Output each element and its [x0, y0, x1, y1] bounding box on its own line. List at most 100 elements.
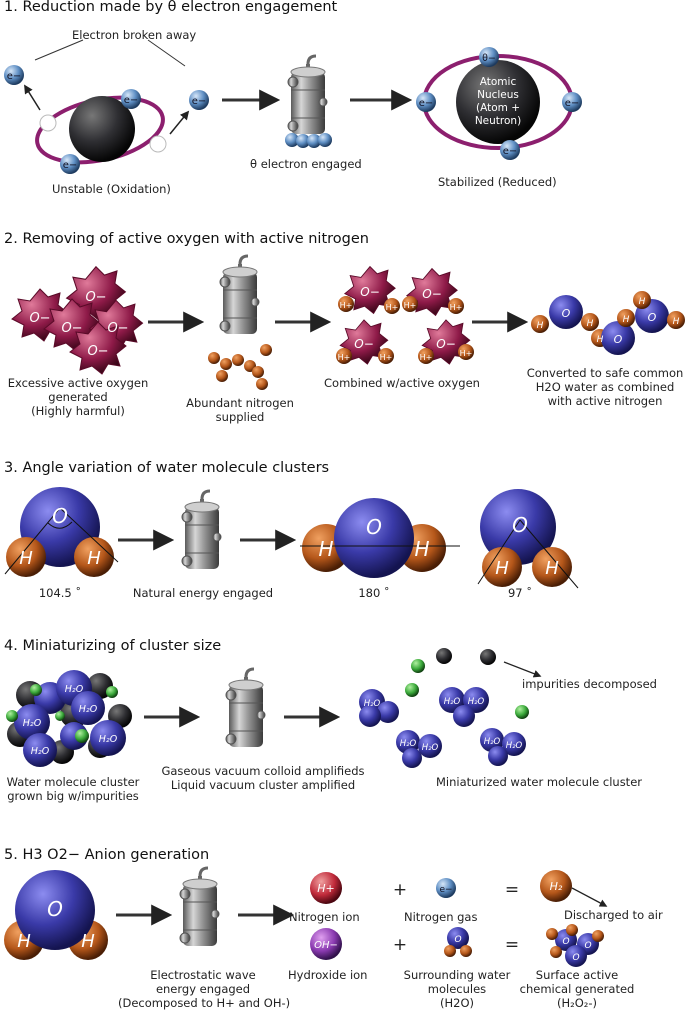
svg-text:e−: e−	[192, 96, 207, 107]
section-4-title: 4. Miniaturizing of cluster size	[4, 638, 222, 654]
section-2-graphic: O− O− O− O− O− O− O− O− O−	[11, 254, 685, 390]
svg-text:H: H	[318, 537, 333, 561]
hydroxide-ion-label: Hydroxide ion	[288, 968, 368, 982]
svg-text:e−: e−	[565, 98, 580, 109]
svg-text:H₂O: H₂O	[23, 718, 42, 729]
svg-text:O: O	[648, 311, 657, 324]
callout-line-left	[34, 39, 84, 61]
device-icon	[180, 489, 223, 571]
svg-text:e−: e−	[439, 885, 452, 895]
angle-97-label: 97 ˚	[507, 586, 533, 600]
svg-text:H+: H+	[460, 349, 473, 358]
excessive-oxygen-label: Excessive active oxygen generated (Highl…	[7, 376, 149, 418]
section-4-graphic: H₂O H₂O H₂O H₂O H₂O	[6, 648, 542, 768]
svg-text:O: O	[52, 504, 68, 528]
electron-icon: e−	[4, 65, 24, 85]
svg-text:H: H	[495, 558, 509, 579]
svg-text:H₂O: H₂O	[506, 741, 523, 751]
svg-text:O−: O−	[87, 344, 108, 359]
plus-sign: +	[393, 880, 407, 900]
water-molecules-result: O O O H H H H H H	[531, 291, 685, 355]
svg-text:H+: H+	[420, 353, 433, 362]
svg-text:H₂O: H₂O	[364, 699, 381, 709]
svg-text:H₂O: H₂O	[444, 697, 461, 707]
equals-sign: =	[505, 880, 519, 900]
svg-text:H: H	[414, 537, 429, 561]
discharged-label: Discharged to air	[564, 908, 663, 922]
combined-label: Combined w/active oxygen	[324, 376, 480, 390]
svg-text:e−: e−	[124, 95, 139, 106]
device-icon	[178, 866, 221, 948]
svg-text:H: H	[537, 321, 544, 331]
section-2-title: 2. Removing of active oxygen with active…	[4, 231, 369, 247]
section-5-title: 5. H3 O2− Anion generation	[4, 847, 210, 863]
device-icon	[218, 254, 261, 336]
equals-sign: =	[505, 935, 519, 955]
svg-text:H: H	[587, 319, 594, 329]
svg-text:H: H	[597, 335, 604, 345]
svg-text:H+: H+	[450, 303, 463, 312]
stable-nucleus	[456, 60, 540, 144]
angle-180-label: 180 ˚	[358, 586, 390, 600]
unstable-label: Unstable (Oxidation)	[52, 182, 171, 196]
svg-text:H: H	[87, 548, 101, 569]
stabilized-label: Stabilized (Reduced)	[438, 175, 557, 189]
h2-icon: H₂	[540, 870, 572, 902]
electron-broken-away-label: Electron broken away	[72, 28, 197, 42]
electron-icon: e−	[121, 89, 141, 109]
nucleus-label: Nucleus	[477, 89, 519, 101]
svg-text:O−: O−	[354, 337, 374, 351]
mini-cluster-label: Miniaturized water molecule cluster	[435, 775, 642, 789]
svg-text:H₂O: H₂O	[484, 737, 501, 747]
svg-text:O: O	[572, 953, 579, 963]
combined-oxygen: O− O− O− O− H+ H+ H+ H+ H+ H+ H+ H+	[336, 266, 474, 365]
plus-sign: +	[393, 935, 407, 955]
svg-text:H₂O: H₂O	[468, 697, 485, 707]
svg-text:O: O	[562, 937, 569, 947]
svg-text:O−: O−	[360, 285, 380, 299]
device-icon	[224, 667, 267, 749]
svg-text:H+: H+	[404, 301, 417, 310]
theta-electron-icon: θ−	[479, 47, 499, 67]
big-cluster: H₂O H₂O H₂O H₂O H₂O	[6, 670, 132, 767]
device-icon	[286, 54, 329, 136]
svg-text:O−: O−	[422, 287, 442, 301]
svg-text:O−: O−	[85, 290, 106, 305]
svg-text:H₂O: H₂O	[65, 684, 84, 695]
section-3-graphic: O H H O H H O H H	[4, 487, 579, 589]
svg-text:H+: H+	[338, 353, 351, 362]
engaged-electrons	[285, 133, 332, 148]
svg-text:H₂O: H₂O	[31, 746, 50, 757]
svg-text:θ−: θ−	[482, 53, 496, 64]
svg-text:O: O	[584, 941, 591, 951]
svg-text:H: H	[17, 931, 31, 952]
svg-text:e−: e−	[419, 98, 434, 109]
svg-text:H+: H+	[317, 882, 335, 895]
impurities-arrow	[503, 661, 542, 678]
surrounding-water-label: Surrounding water molecules (H2O)	[403, 968, 511, 1010]
svg-text:H: H	[639, 297, 646, 307]
nitrogen-gas-label: Nitrogen gas	[404, 910, 478, 924]
vacancy-right	[149, 135, 167, 153]
nucleus-label: Neutron)	[475, 115, 521, 127]
surface-active-label: Surface active chemical generated (H₂O₂-…	[519, 968, 635, 1010]
electron-icon: e−	[562, 92, 582, 112]
vacancy-left	[39, 114, 57, 132]
escape-arrow-right	[169, 110, 190, 135]
svg-text:H₂O: H₂O	[79, 704, 98, 715]
svg-text:e−: e−	[7, 71, 22, 82]
section-5-graphic: O H H H+ + e− = H₂ OH− +	[4, 866, 608, 967]
svg-text:O: O	[366, 515, 382, 539]
electrostatic-wave-label: Electrostatic wave energy engaged (Decom…	[118, 968, 291, 1010]
svg-text:H: H	[19, 548, 33, 569]
section-1-graphic: e− e− e− e− Atomic Nucleus (Atom + Neutr…	[4, 39, 582, 174]
callout-line-right	[147, 39, 186, 67]
surrounding-water-icon: O	[444, 927, 472, 957]
electron-icon: e−	[189, 90, 209, 110]
abundant-nitrogen-label: Abundant nitrogen supplied	[186, 396, 294, 424]
water-molecule-180: O H H	[300, 498, 460, 578]
big-cluster-label: Water molecule cluster grown big w/impur…	[6, 775, 140, 803]
svg-text:O: O	[454, 935, 461, 945]
discharge-arrow	[571, 887, 608, 907]
electron-icon: e−	[500, 140, 520, 160]
